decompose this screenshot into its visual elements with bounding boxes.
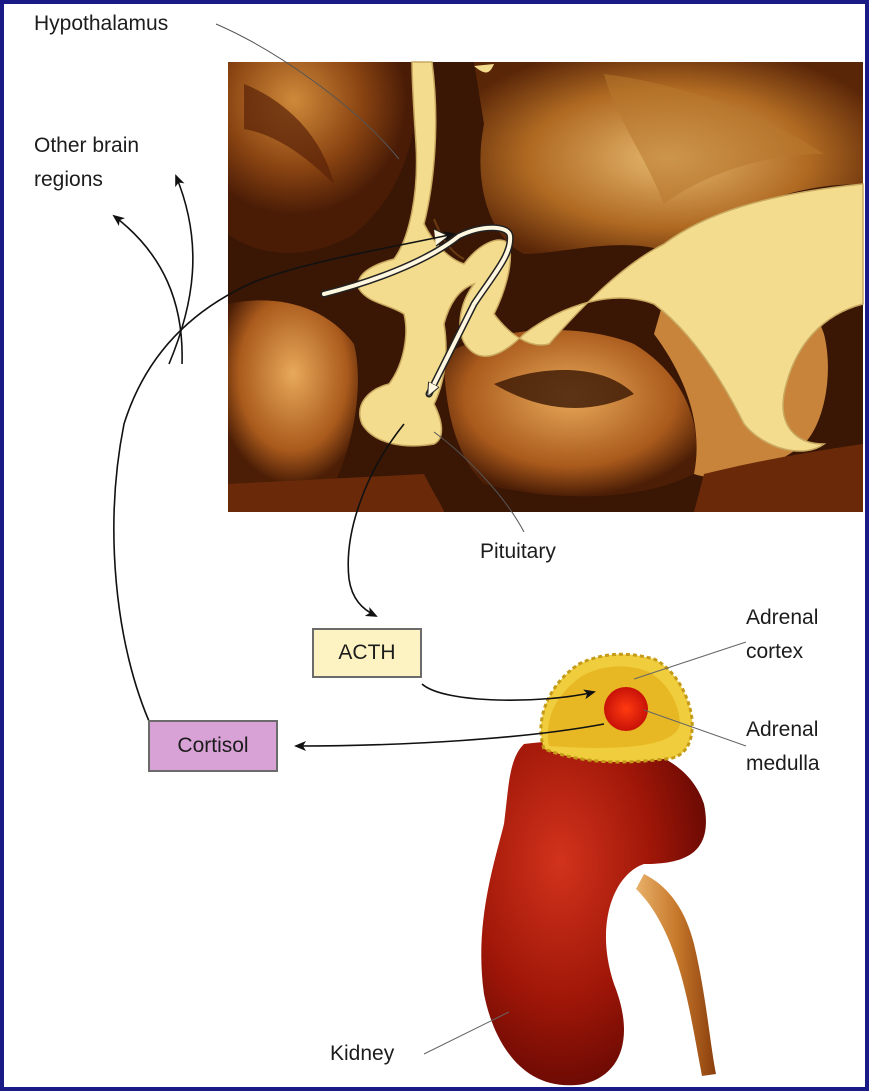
hypothalamus-label: Hypothalamus [34, 10, 168, 37]
pituitary-label: Pituitary [480, 538, 556, 565]
other-brain-label-line1: Other brain [34, 132, 139, 159]
cortisol-box: Cortisol [148, 720, 278, 772]
other-brain-arrow-2 [114, 216, 182, 364]
acth-box: ACTH [312, 628, 422, 678]
other-brain-label-line2: regions [34, 166, 103, 193]
kidney-leader [424, 1012, 509, 1054]
diagram-canvas: Hypothalamus Other brain regions Pituita… [4, 4, 865, 1087]
adrenal-cortex-label-line1: Adrenal [746, 604, 818, 631]
diagram-artwork [4, 4, 865, 1087]
adrenal-cortex-label-line2: cortex [746, 638, 803, 665]
adrenal-medulla-label-line2: medulla [746, 750, 820, 777]
kidney-label: Kidney [330, 1040, 394, 1067]
adrenal-medulla-label-line1: Adrenal [746, 716, 818, 743]
brain-section-illustration [228, 62, 863, 512]
kidney-illustration [481, 654, 716, 1085]
